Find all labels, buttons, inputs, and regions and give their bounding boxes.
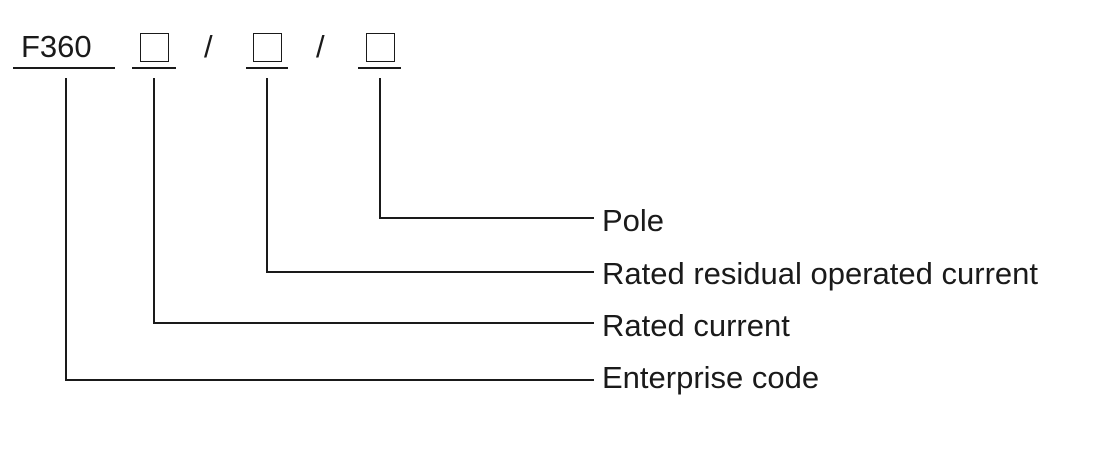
leader-horizontal-rated-current [153, 322, 594, 324]
separator-slash-1: / [204, 29, 213, 64]
leader-vertical-residual-current [266, 78, 268, 272]
leader-vertical-pole [379, 78, 381, 218]
label-pole: Pole [602, 203, 665, 238]
label-enterprise-code: Enterprise code [602, 360, 820, 395]
underline-prefix [13, 67, 115, 69]
leader-horizontal-enterprise-code [65, 379, 594, 381]
underline-rated-current [132, 67, 176, 69]
leader-vertical-rated-current [153, 78, 155, 323]
code-prefix: F360 [21, 29, 92, 64]
separator-slash-2: / [316, 29, 325, 64]
placeholder-box-pole [366, 33, 395, 62]
leader-vertical-enterprise-code [65, 78, 67, 380]
label-rated-residual-operated-current: Rated residual operated current [602, 256, 1038, 291]
leader-horizontal-pole [379, 217, 594, 219]
underline-pole [358, 67, 401, 69]
label-rated-current: Rated current [602, 308, 790, 343]
placeholder-box-rated-current [140, 33, 169, 62]
leader-horizontal-residual-current [266, 271, 594, 273]
underline-residual-current [246, 67, 288, 69]
placeholder-box-residual-current [253, 33, 282, 62]
